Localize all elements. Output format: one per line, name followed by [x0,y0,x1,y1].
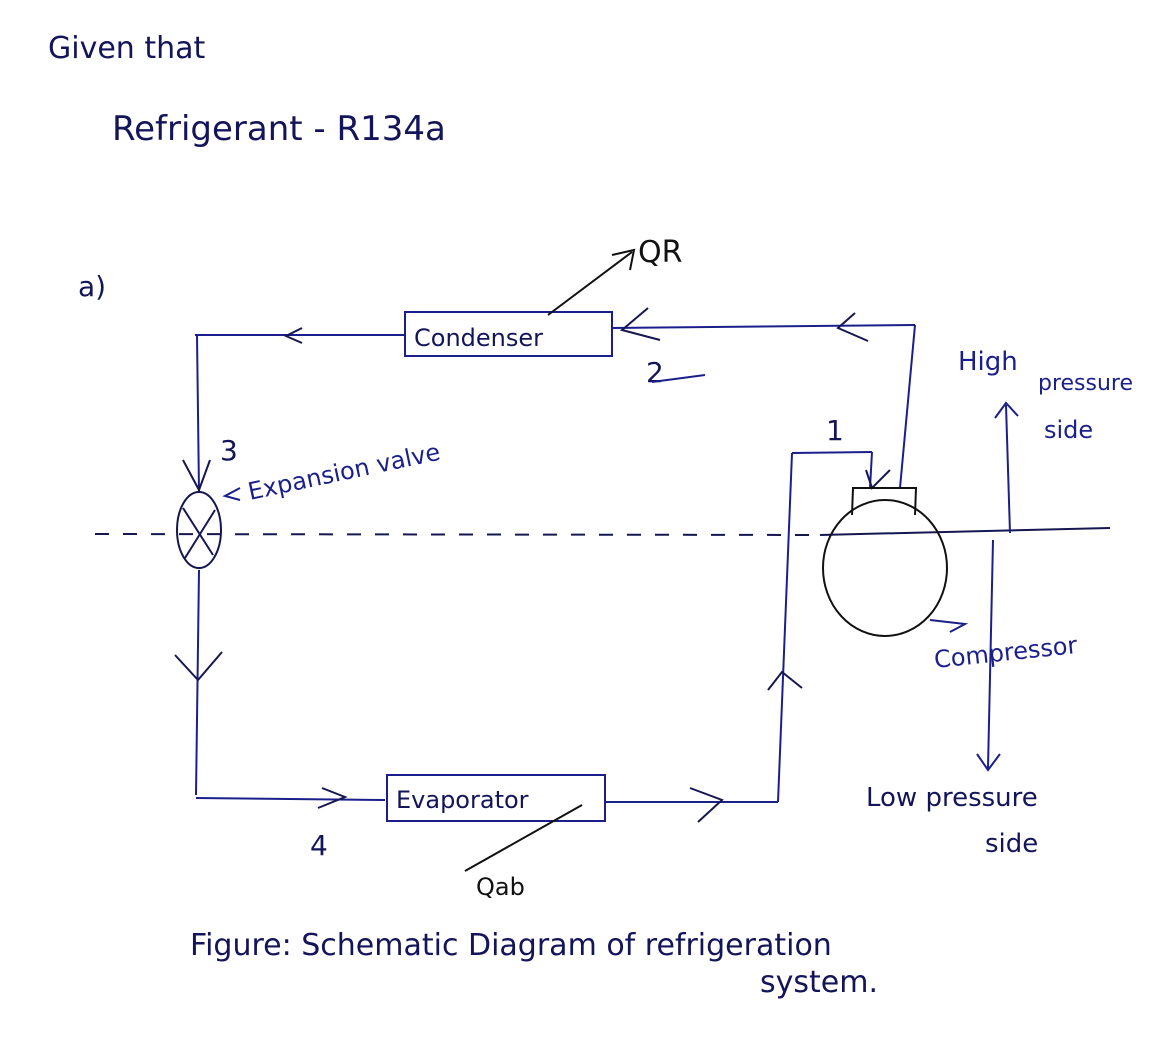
pipe-discharge [899,324,916,489]
low-side-label: side [985,829,1038,859]
condenser-label: Condenser [414,324,543,352]
expansion-valve-label: Expansion valve [245,438,442,506]
underline [651,374,706,383]
compressor-label: Compressor [933,631,1079,674]
pointer-arrow-icon [929,619,969,633]
high-pressure-arrow [1005,404,1011,534]
heat-absorbed-arrow [464,804,583,872]
compressor-body [822,499,948,637]
given-that-text: Given that [48,31,206,66]
arrow-right-icon [689,787,724,823]
state-point-1: 1 [826,414,844,447]
valve-cross [184,509,216,559]
piping [195,324,916,803]
arrow-left-icon [283,327,303,344]
evaporator-label: Evaporator [396,786,529,814]
evaporator-box [386,774,606,822]
qab-label: Qab [476,873,525,901]
state-point-3: 3 [220,434,238,467]
high-pressure-indicator: High pressure side [958,347,1133,534]
arrow-right-icon [317,787,348,809]
heat-absorbed: Qab [464,804,583,901]
arrow-up-icon [767,670,803,691]
arrow-down-icon [182,459,211,493]
side-label: side [1044,416,1093,444]
pipe-left-upper [196,334,200,493]
pipe-bottom-left [195,797,386,801]
valve-cross [182,507,214,556]
condenser-box [404,311,613,357]
arrow-left-icon [836,312,869,342]
pipe-suction-riser [777,452,793,803]
pressure-label: pressure [1038,371,1133,396]
pressure-divider [819,527,1111,536]
low-pressure-label: Low pressure [866,783,1038,813]
refrigerant-text: Refrigerant - R134a [112,109,446,149]
pressure-divider-dashed [94,533,821,536]
state-point-4: 4 [310,829,328,862]
heat-rejected: QR [547,235,682,316]
evaporator: Evaporator 4 [310,774,606,862]
heat-rejected-arrow [547,251,633,316]
pipe-top-right [611,324,916,329]
arrow-into-condenser-icon [619,307,661,341]
arrow-down-icon [174,651,223,682]
figure-caption-line2: system. [760,965,878,1000]
compressor: Compressor [822,487,1079,674]
flow-arrows [174,307,891,823]
valve-body [176,491,222,569]
arrow-down-icon [976,753,1001,772]
state-point-2: 2 [646,356,664,389]
figure-caption: Figure: Schematic Diagram of refrigerati… [190,928,832,963]
pipe-suction-top [791,451,873,454]
qr-label: QR [638,235,682,270]
expansion-valve: Expansion valve 3 [176,434,443,569]
pipe-left-lower [195,569,200,796]
arrowhead-icon [611,248,636,271]
low-pressure-arrow [987,539,994,769]
pointer-arrow-icon [222,487,241,501]
condenser: Condenser [404,311,613,357]
arrow-up-icon [994,401,1019,419]
low-pressure-indicator: Low pressure side [866,539,1038,859]
compressor-head [851,487,918,516]
part-label: a) [78,270,106,303]
high-label: High [958,347,1018,377]
